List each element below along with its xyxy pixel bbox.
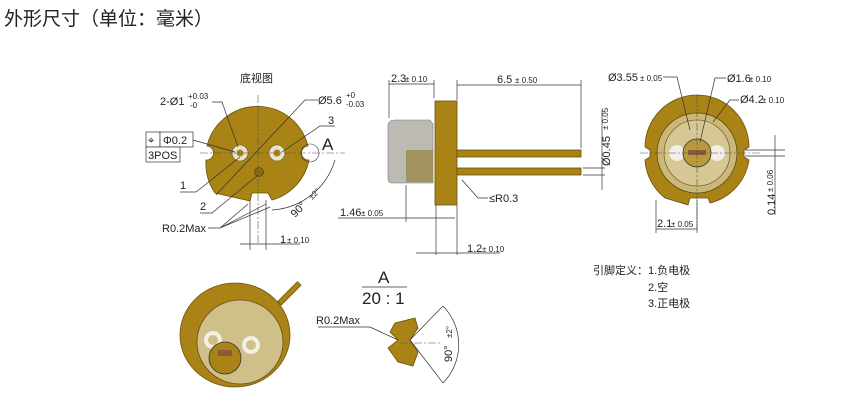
svg-text:-0.03: -0.03 xyxy=(346,100,365,109)
svg-text:6.5: 6.5 xyxy=(497,74,512,86)
detail-a: A 20 : 1 R0.2Max 90° ±2° xyxy=(316,268,460,384)
pin-def-item: 1.负电极 xyxy=(648,263,690,277)
svg-text:± 0.10: ± 0.10 xyxy=(762,96,785,105)
svg-text:Ø1.6: Ø1.6 xyxy=(727,73,751,85)
svg-text:Ø3.55: Ø3.55 xyxy=(608,72,638,84)
svg-text:Ø0.45: Ø0.45 xyxy=(601,136,613,166)
svg-text:1: 1 xyxy=(280,234,286,246)
svg-text:+0.03: +0.03 xyxy=(188,92,209,101)
pin-definition: 引脚定义： 1.负电极 2.空 3.正电极 xyxy=(593,263,690,310)
detail-marker: A xyxy=(322,135,334,154)
bottom-view-label: 底视图 xyxy=(240,71,273,85)
svg-text:2.3: 2.3 xyxy=(391,73,406,85)
svg-text:0.14: 0.14 xyxy=(766,194,778,215)
svg-text:± 0.06: ± 0.06 xyxy=(766,169,775,192)
svg-text:± 0.05: ± 0.05 xyxy=(640,74,663,83)
bottom-view: 底视图 2-Ø1 +0.03 -0 Ø5.6 +0 -0.03 ⌖ Φ0.2 3… xyxy=(145,71,365,250)
svg-text:90°: 90° xyxy=(443,345,455,362)
svg-text:Ø4.2: Ø4.2 xyxy=(740,94,764,106)
svg-text:90°: 90° xyxy=(289,200,309,220)
page-title: 外形尺寸（单位：毫米） xyxy=(4,8,214,30)
svg-text:2: 2 xyxy=(200,201,206,213)
front-view: Ø3.55 ± 0.05 Ø1.6 ± 0.10 Ø4.2 ± 0.10 0.1… xyxy=(608,72,785,233)
svg-text:2-Ø1: 2-Ø1 xyxy=(160,96,184,108)
svg-text:A: A xyxy=(378,268,390,287)
flange xyxy=(434,100,458,206)
svg-text:± 0.10: ± 0.10 xyxy=(405,75,428,84)
svg-text:20 : 1: 20 : 1 xyxy=(362,289,405,308)
pin-def-item: 2.空 xyxy=(648,280,668,294)
side-view: 2.3 ± 0.10 6.5 ± 0.50 Ø0.45 ± 0.05 ≤R0.3… xyxy=(338,73,613,255)
svg-text:+0: +0 xyxy=(346,91,356,100)
svg-text:Ø5.6: Ø5.6 xyxy=(318,95,342,107)
svg-text:引脚定义：: 引脚定义： xyxy=(593,263,648,277)
svg-text:3POS: 3POS xyxy=(148,150,177,162)
svg-text:1: 1 xyxy=(180,180,186,192)
svg-text:± 0.10: ± 0.10 xyxy=(482,245,505,254)
svg-text:≤R0.3: ≤R0.3 xyxy=(489,193,518,205)
svg-text:± 0.10: ± 0.10 xyxy=(287,236,310,245)
pin2-hole xyxy=(254,167,264,177)
svg-text:1.46: 1.46 xyxy=(340,207,361,219)
svg-text:R0.2Max: R0.2Max xyxy=(316,315,361,327)
svg-text:±2°: ±2° xyxy=(445,326,454,338)
bottom-view-body xyxy=(205,106,310,202)
svg-text:± 0.05: ± 0.05 xyxy=(601,107,610,130)
pin-top xyxy=(456,149,582,158)
svg-text:±2°: ±2° xyxy=(307,187,322,202)
3d-view xyxy=(179,281,302,388)
svg-text:2.1: 2.1 xyxy=(657,218,672,230)
pin-def-item: 3.正电极 xyxy=(648,296,690,310)
position-icon: ⌖ xyxy=(148,135,154,147)
svg-text:± 0.05: ± 0.05 xyxy=(671,220,694,229)
svg-text:1.2: 1.2 xyxy=(467,243,482,255)
svg-text:3: 3 xyxy=(328,115,334,127)
svg-text:-0: -0 xyxy=(190,101,198,110)
svg-text:± 0.50: ± 0.50 xyxy=(515,76,538,85)
pin-bottom xyxy=(456,167,582,176)
svg-text:± 0.10: ± 0.10 xyxy=(749,75,772,84)
svg-text:Φ0.2: Φ0.2 xyxy=(163,135,187,147)
svg-text:R0.2Max: R0.2Max xyxy=(162,223,207,235)
svg-text:± 0.05: ± 0.05 xyxy=(361,209,384,218)
